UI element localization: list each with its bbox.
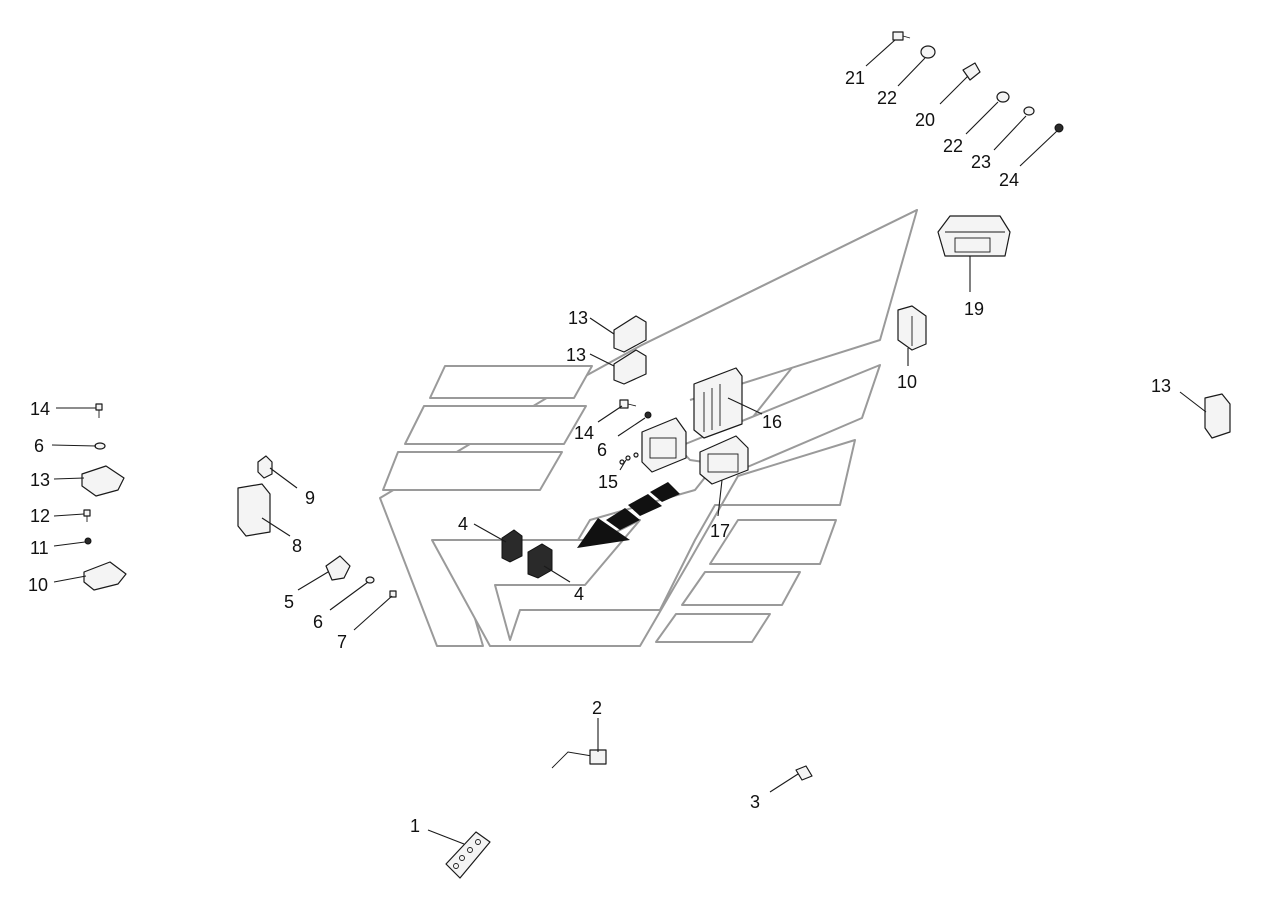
washer-6-center-icon (644, 411, 652, 419)
callout-13-lower: 13 (566, 345, 586, 365)
callout-22: 22 (943, 136, 963, 156)
cab-inner-panel (431, 439, 856, 647)
leader-lines (51, 39, 1207, 845)
callout-4-lower: 4 (574, 584, 584, 604)
sensor-9-icon (257, 455, 273, 479)
callout-19: 19 (964, 299, 984, 319)
bolt-14-center-icon (619, 399, 637, 409)
floor-panel-2 (681, 571, 801, 606)
callout-21: 21 (845, 68, 865, 88)
bolt-12-icon (83, 509, 91, 522)
washer-23-icon (1023, 106, 1035, 116)
direction-arrow (577, 482, 680, 548)
callout-5: 5 (284, 592, 294, 612)
switch-5-icon (325, 555, 351, 581)
window-panel-1 (429, 365, 593, 399)
bracket-20-icon (962, 62, 981, 81)
callout-9: 9 (305, 488, 315, 508)
floor-panel-3 (655, 613, 771, 643)
callout-20: 20 (915, 110, 935, 130)
module-13-far-right-icon (1204, 393, 1231, 439)
module-13-upper-icon (613, 315, 647, 353)
callout-12: 12 (30, 506, 50, 526)
callout-13-left: 13 (30, 470, 50, 490)
callout-3: 3 (750, 792, 760, 812)
bolt-14-left-icon (95, 403, 103, 418)
module-8-icon (237, 483, 271, 537)
switch-panel-1-icon (445, 831, 491, 879)
callout-10-left: 10 (28, 575, 48, 595)
callout-8: 8 (292, 536, 302, 556)
module-10-right-icon (897, 305, 927, 351)
callout-6-left: 6 (34, 436, 44, 456)
arrow-segment-3 (650, 482, 680, 502)
callout-7: 7 (337, 632, 347, 652)
window-panel-2 (404, 405, 587, 445)
arrow-segment-2 (628, 494, 662, 516)
bolt-21-icon (892, 31, 911, 41)
window-panel-3 (382, 451, 563, 491)
callout-1: 1 (410, 816, 420, 836)
washer-6-lower-icon (365, 576, 375, 584)
callout-6-center: 6 (597, 440, 607, 460)
cab-roof-line (639, 209, 918, 401)
connector-3-icon (795, 765, 813, 781)
parts (81, 31, 1231, 879)
callout-23: 23 (971, 152, 991, 172)
callout-14-left: 14 (30, 399, 50, 419)
arrow-segment-1 (606, 508, 640, 530)
callout-24: 24 (999, 170, 1019, 190)
arrow-head (577, 518, 630, 548)
callout-16: 16 (762, 412, 782, 432)
callout-13-upper: 13 (568, 308, 588, 328)
washer-6-left-icon (94, 442, 106, 450)
module-17-icon (699, 435, 749, 485)
callout-22-top: 22 (877, 88, 897, 108)
nut-11-icon (84, 537, 92, 545)
module-10-left-icon (83, 561, 127, 591)
module-13-lower-icon (613, 349, 647, 385)
cab-outline (379, 209, 918, 647)
module-15-icon (641, 417, 687, 473)
relay-4-lower-icon (527, 543, 553, 579)
nut-24-icon (1054, 123, 1064, 133)
screws-15-icon (619, 452, 639, 465)
control-unit-19-icon (937, 215, 1011, 257)
callout-6-lower: 6 (313, 612, 323, 632)
callout-17: 17 (710, 521, 730, 541)
screw-7-icon (389, 590, 397, 598)
callout-10-right: 10 (897, 372, 917, 392)
floor-panel-1 (709, 519, 837, 565)
module-13-left-icon (81, 465, 125, 497)
washer-22-icon (996, 91, 1010, 103)
callout-15: 15 (598, 472, 618, 492)
callout-labels: 21 22 20 22 23 24 19 10 13 13 13 14 6 15… (28, 68, 1171, 836)
callout-11: 11 (30, 538, 49, 558)
washer-22-top-icon (920, 45, 936, 59)
callout-2: 2 (592, 698, 602, 718)
sensor-cable-2-icon (551, 749, 607, 769)
callout-14-center: 14 (574, 423, 594, 443)
callout-13-far-right: 13 (1151, 376, 1171, 396)
module-16-icon (693, 367, 743, 439)
callout-4-upper: 4 (458, 514, 468, 534)
relay-4-upper-icon (501, 529, 523, 563)
